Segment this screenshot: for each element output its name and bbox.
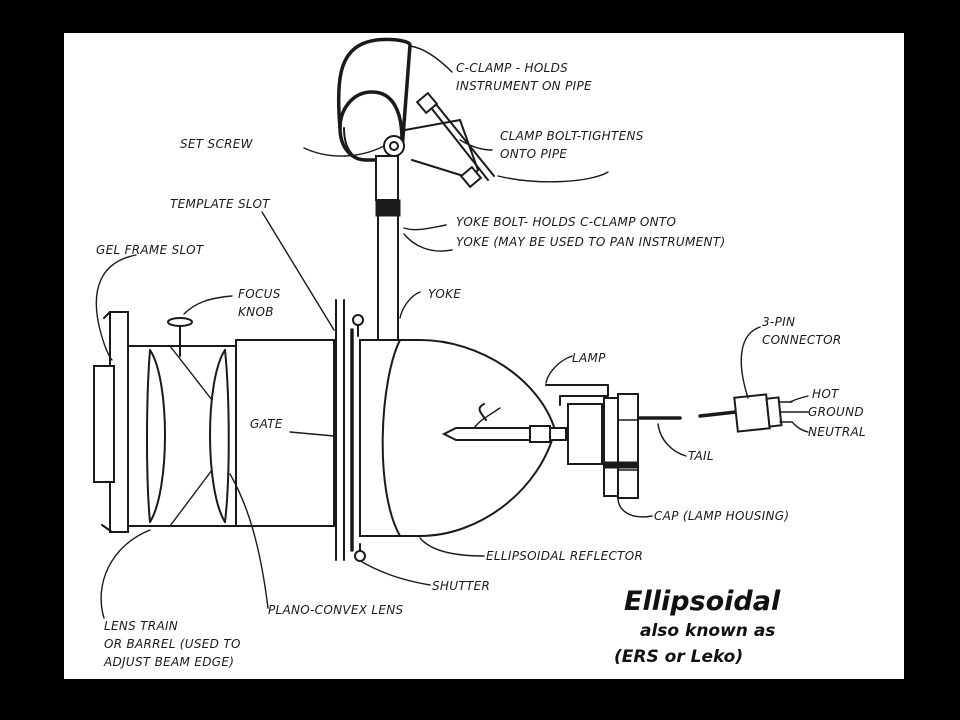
clamp-bolt <box>404 91 495 189</box>
label-three-pin-line1: 3-PIN <box>762 315 795 329</box>
cap-lamp-housing <box>545 384 639 499</box>
shutter-handles <box>352 314 366 562</box>
lens-barrel <box>127 339 335 527</box>
label-lens-train-line3: ADJUST BEAM EDGE) <box>103 655 234 669</box>
label-lens-train-line1: LENS TRAIN <box>104 619 178 633</box>
three-pin-connector <box>733 393 793 433</box>
lamp <box>441 403 567 443</box>
diagram-subtitle-line2: (ERS or Leko) <box>614 647 743 667</box>
label-focus-knob-line1: FOCUS <box>238 287 281 301</box>
yoke <box>377 215 399 341</box>
label-gate: GATE <box>250 417 283 431</box>
c-clamp <box>336 37 412 162</box>
tail-cable <box>638 410 738 420</box>
label-c-clamp-line2: INSTRUMENT ON PIPE <box>456 79 592 93</box>
label-ground: GROUND <box>808 405 864 419</box>
label-yoke-bolt-line2: YOKE (MAY BE USED TO PAN INSTRUMENT) <box>456 235 725 249</box>
label-yoke: YOKE <box>428 287 461 301</box>
label-neutral: NEUTRAL <box>808 425 866 439</box>
yoke-bolt <box>375 155 401 217</box>
label-c-clamp-line1: C-CLAMP - HOLDS <box>456 61 568 75</box>
label-lens-train-line2: OR BARREL (USED TO <box>104 637 241 651</box>
set-screw <box>383 135 405 157</box>
label-three-pin-line2: CONNECTOR <box>762 333 842 347</box>
diagram-subtitle-line1: also known as <box>640 621 775 641</box>
label-lamp: LAMP <box>572 351 606 365</box>
label-plano-convex-lens: PLANO-CONVEX LENS <box>268 603 404 617</box>
label-tail: TAIL <box>688 449 714 463</box>
gel-frame <box>93 311 129 533</box>
label-ellipsoidal-reflector: ELLIPSOIDAL REFLECTOR <box>486 549 643 563</box>
label-focus-knob-line2: KNOB <box>238 305 274 319</box>
leader-lines <box>95 45 809 619</box>
labels: C-CLAMP - HOLDS INSTRUMENT ON PIPE SET S… <box>96 61 866 669</box>
label-clamp-bolt-line2: ONTO PIPE <box>500 147 567 161</box>
template-slot-and-gate <box>335 299 354 561</box>
label-clamp-bolt-line1: CLAMP BOLT-TIGHTENS <box>500 129 644 143</box>
label-set-screw: SET SCREW <box>180 137 254 151</box>
diagram-title-block: Ellipsoidal also known as (ERS or Leko) <box>614 586 781 667</box>
diagram-title: Ellipsoidal <box>624 586 781 617</box>
label-hot: HOT <box>812 387 840 401</box>
label-template-slot: TEMPLATE SLOT <box>170 197 271 211</box>
focus-knob <box>167 317 193 357</box>
label-gel-frame-slot: GEL FRAME SLOT <box>96 243 205 257</box>
label-cap: CAP (LAMP HOUSING) <box>654 509 789 523</box>
label-shutter: SHUTTER <box>432 579 490 593</box>
label-yoke-bolt-line1: YOKE BOLT- HOLDS C-CLAMP ONTO <box>456 215 676 229</box>
